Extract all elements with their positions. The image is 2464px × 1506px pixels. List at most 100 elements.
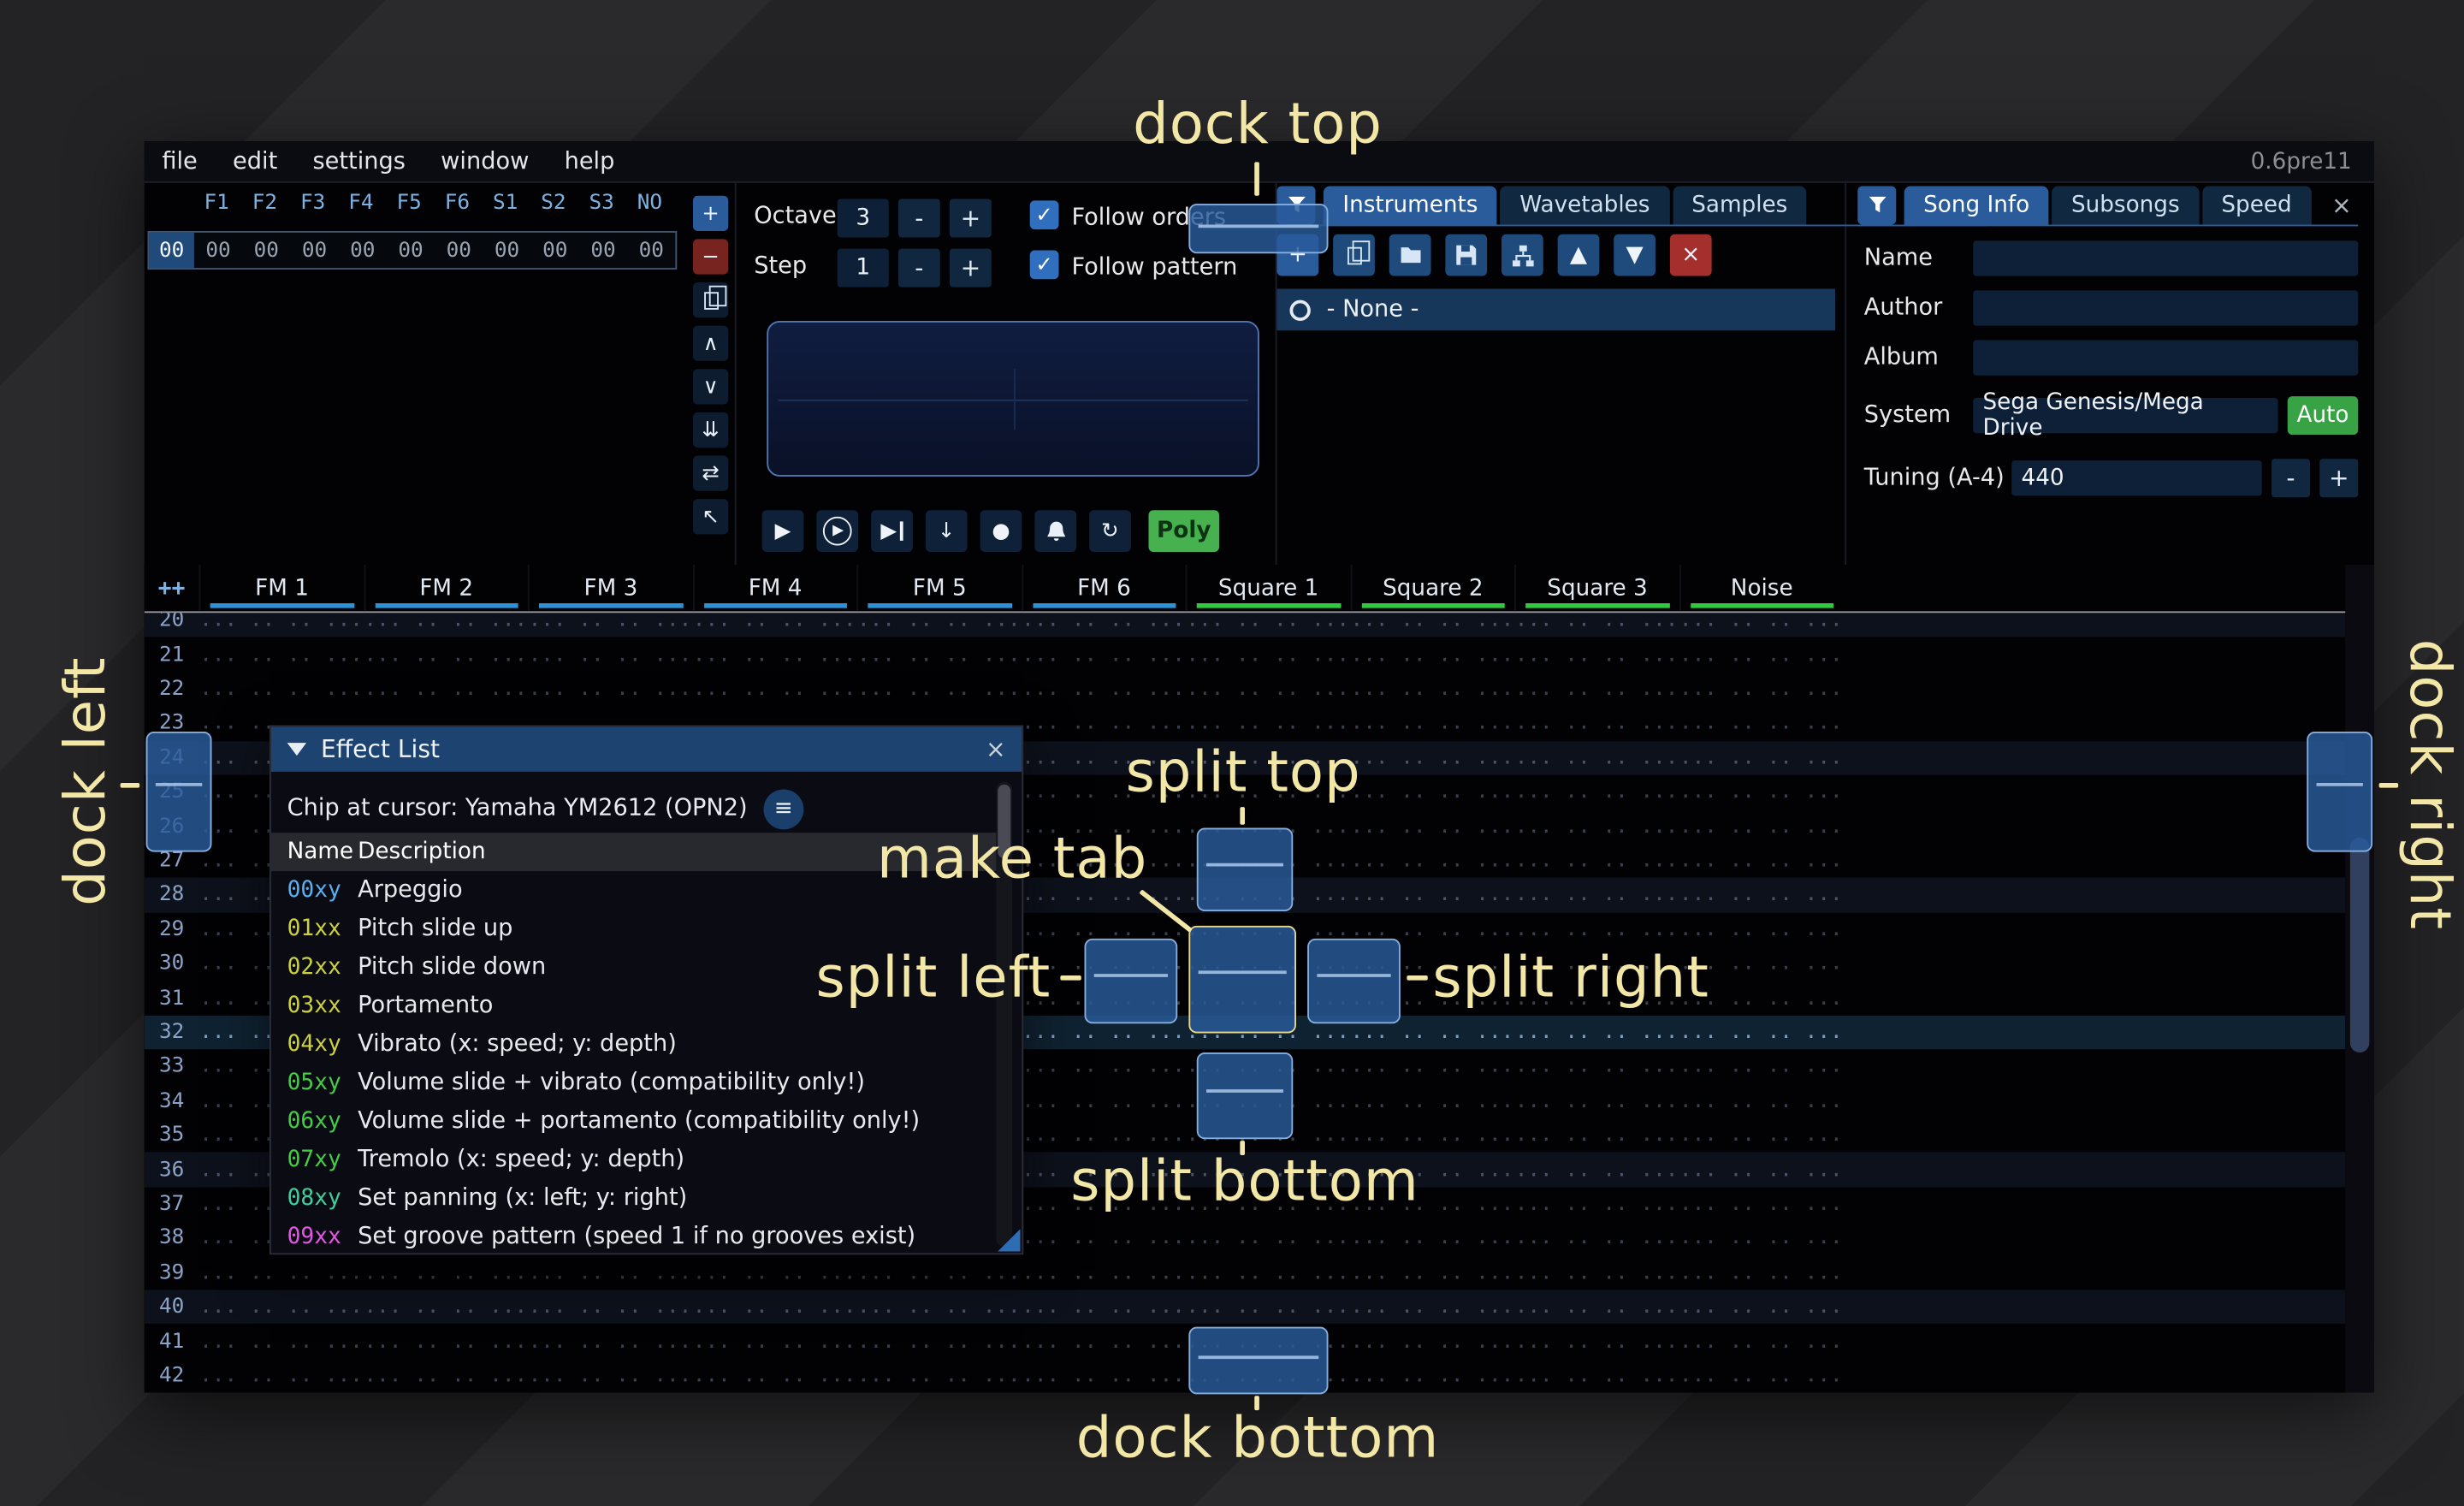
pattern-cell-noise[interactable]: ... .. .. ... bbox=[1679, 1157, 1843, 1183]
channel-header-square-2[interactable]: Square 2 bbox=[1349, 565, 1514, 612]
pattern-cell-square-2[interactable]: ... .. .. ... bbox=[1350, 848, 1514, 873]
order-move-up-button[interactable]: ∧ bbox=[693, 325, 729, 361]
scrollbar-thumb[interactable] bbox=[998, 784, 1011, 859]
dock-target-right-edge[interactable] bbox=[2307, 732, 2373, 852]
pattern-cell-square-3[interactable]: ... .. .. ... bbox=[1514, 952, 1679, 976]
metronome-button[interactable] bbox=[1034, 510, 1077, 552]
pattern-cell-square-3[interactable]: ... .. .. ... bbox=[1514, 1192, 1679, 1217]
pattern-cell-noise[interactable]: ... .. .. ... bbox=[1679, 814, 1843, 839]
pattern-cell-square-3[interactable]: ... .. .. ... bbox=[1514, 1020, 1679, 1045]
pattern-cell-square-3[interactable]: ... .. .. ... bbox=[1514, 1123, 1679, 1147]
polyphony-toggle-button[interactable]: Poly bbox=[1148, 510, 1219, 552]
pattern-cell-square-1[interactable]: ... .. .. ... bbox=[1186, 677, 1350, 702]
pattern-cell-noise[interactable]: ... .. .. ... bbox=[1679, 848, 1843, 873]
pattern-cell-fm-2[interactable]: ... .. .. ... bbox=[364, 1329, 528, 1354]
pattern-cell-noise[interactable]: ... .. .. ... bbox=[1679, 1054, 1843, 1079]
pattern-cell-square-2[interactable]: ... .. .. ... bbox=[1350, 1020, 1514, 1045]
order-add-button[interactable]: + bbox=[693, 195, 729, 231]
channel-header-fm-5[interactable]: FM 5 bbox=[856, 565, 1021, 612]
instrument-list-item[interactable]: - None - bbox=[1276, 288, 1835, 331]
pattern-cell-fm-1[interactable]: ... .. .. ... bbox=[199, 1260, 363, 1285]
order-cell[interactable]: 00 bbox=[205, 238, 231, 263]
pattern-cell-fm-3[interactable]: ... .. .. ... bbox=[528, 1295, 692, 1319]
pattern-cell-fm-6[interactable]: ... .. .. ... bbox=[1022, 1020, 1185, 1045]
order-cell[interactable]: 00 bbox=[398, 238, 424, 263]
tuning-decrease-button[interactable]: - bbox=[2272, 459, 2310, 498]
assets-tab-instruments[interactable]: Instruments bbox=[1323, 186, 1497, 225]
pattern-cell-square-2[interactable]: ... .. .. ... bbox=[1350, 1157, 1514, 1183]
author-input[interactable] bbox=[1973, 290, 2359, 326]
pattern-cell-fm-5[interactable]: ... .. .. ... bbox=[856, 677, 1021, 702]
save-instrument-button[interactable] bbox=[1445, 234, 1488, 276]
move-instrument-down-button[interactable]: ▼ bbox=[1614, 234, 1656, 276]
dock-target-split-right[interactable] bbox=[1307, 938, 1401, 1024]
pattern-cell-square-3[interactable]: ... .. .. ... bbox=[1514, 882, 1679, 908]
pattern-cell-square-2[interactable]: ... .. .. ... bbox=[1350, 1088, 1514, 1113]
pattern-cell-noise[interactable]: ... .. .. ... bbox=[1679, 780, 1843, 804]
pattern-cell-square-3[interactable]: ... .. .. ... bbox=[1514, 986, 1679, 1011]
dock-target-split-bottom[interactable] bbox=[1196, 1052, 1294, 1140]
song-tab-song-info[interactable]: Song Info bbox=[1904, 186, 2049, 225]
menu-item-file[interactable]: file bbox=[162, 148, 198, 175]
effect-list-titlebar[interactable]: Effect List × bbox=[270, 726, 1022, 772]
pattern-cell-noise[interactable]: ... .. .. ... bbox=[1679, 1363, 1843, 1388]
octave-decrease-button[interactable]: - bbox=[898, 199, 940, 238]
effect-list-menu-button[interactable]: ≡ bbox=[763, 788, 804, 829]
pattern-cell-fm-4[interactable]: ... .. .. ... bbox=[692, 1363, 856, 1388]
pattern-cell-fm-3[interactable]: ... .. .. ... bbox=[528, 1329, 692, 1354]
pattern-cell-square-3[interactable]: ... .. .. ... bbox=[1514, 1157, 1679, 1183]
pattern-cell-square-2[interactable]: ... .. .. ... bbox=[1350, 745, 1514, 770]
pattern-cell-fm-6[interactable]: ... .. .. ... bbox=[1022, 917, 1185, 942]
play-button[interactable]: ▶ bbox=[761, 510, 804, 552]
system-auto-button[interactable]: Auto bbox=[2287, 396, 2359, 436]
repeat-button[interactable]: ↻ bbox=[1089, 510, 1131, 552]
pattern-cell-noise[interactable]: ... .. .. ... bbox=[1679, 986, 1843, 1011]
pattern-cell-square-2[interactable]: ... .. .. ... bbox=[1350, 1123, 1514, 1147]
pattern-cell-square-2[interactable]: ... .. .. ... bbox=[1350, 1329, 1514, 1354]
pattern-cell-fm-5[interactable]: ... .. .. ... bbox=[856, 1329, 1021, 1354]
menu-item-help[interactable]: help bbox=[564, 148, 615, 175]
pattern-cell-noise[interactable]: ... .. .. ... bbox=[1679, 1020, 1843, 1045]
duplicate-instrument-button[interactable] bbox=[1333, 234, 1375, 276]
order-cell[interactable]: 00 bbox=[638, 238, 664, 263]
channel-header-square-1[interactable]: Square 1 bbox=[1185, 565, 1350, 612]
step-down-button[interactable]: ↓ bbox=[925, 510, 968, 552]
instrument-folders-button[interactable] bbox=[1502, 234, 1543, 276]
play-one-row-button[interactable]: ▶ bbox=[871, 510, 913, 552]
pattern-cell-square-2[interactable]: ... .. .. ... bbox=[1350, 1260, 1514, 1285]
order-cell[interactable]: 00 bbox=[494, 238, 520, 263]
pattern-cell-square-3[interactable]: ... .. .. ... bbox=[1514, 1329, 1679, 1354]
pattern-cell-square-3[interactable]: ... .. .. ... bbox=[1514, 917, 1679, 942]
name-input[interactable] bbox=[1973, 240, 2359, 276]
channel-header-fm-4[interactable]: FM 4 bbox=[692, 565, 856, 612]
order-cell[interactable]: 00 bbox=[446, 238, 471, 263]
menu-item-window[interactable]: window bbox=[441, 148, 530, 175]
collapse-icon[interactable] bbox=[287, 743, 307, 756]
pattern-cell-noise[interactable]: ... .. .. ... bbox=[1679, 1260, 1843, 1285]
pattern-cell-fm-6[interactable]: ... .. .. ... bbox=[1022, 711, 1185, 736]
pattern-cell-fm-4[interactable]: ... .. .. ... bbox=[692, 1329, 856, 1354]
pattern-cell-fm-6[interactable]: ... .. .. ... bbox=[1022, 814, 1185, 839]
pattern-cell-fm-5[interactable]: ... .. .. ... bbox=[856, 643, 1021, 667]
menu-item-edit[interactable]: edit bbox=[233, 148, 278, 175]
pattern-cell-fm-4[interactable]: ... .. .. ... bbox=[692, 1295, 856, 1319]
pattern-cell-square-2[interactable]: ... .. .. ... bbox=[1350, 643, 1514, 667]
order-cell[interactable]: 00 bbox=[350, 238, 376, 263]
pattern-cell-noise[interactable]: ... .. .. ... bbox=[1679, 711, 1843, 736]
pattern-cell-fm-6[interactable]: ... .. .. ... bbox=[1022, 643, 1185, 667]
pattern-cell-noise[interactable]: ... .. .. ... bbox=[1679, 1329, 1843, 1354]
channel-header-fm-2[interactable]: FM 2 bbox=[363, 565, 528, 612]
album-input[interactable] bbox=[1973, 340, 2359, 376]
order-cell[interactable]: 00 bbox=[253, 238, 279, 263]
dock-target-split-left[interactable] bbox=[1084, 938, 1178, 1024]
delete-instrument-button[interactable]: × bbox=[1669, 234, 1712, 276]
step-value[interactable]: 1 bbox=[837, 248, 889, 288]
add-channel-button[interactable]: ++ bbox=[157, 575, 186, 602]
order-cell[interactable]: 00 bbox=[590, 238, 616, 263]
